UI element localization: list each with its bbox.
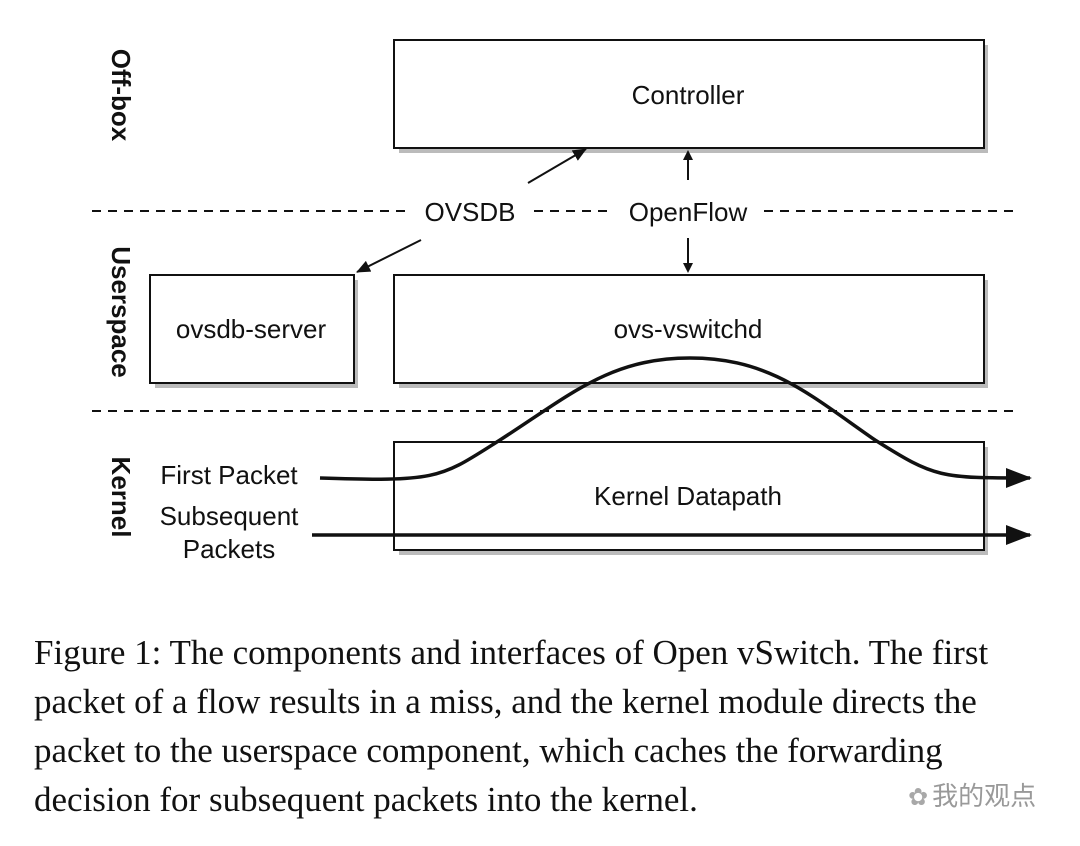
first-packet-label: First Packet — [160, 460, 298, 490]
watermark: ✿我的观点 — [908, 776, 1036, 813]
figure-caption: Figure 1: The components and interfaces … — [34, 633, 989, 819]
controller-box — [393, 39, 985, 149]
ovsdb-server-box — [149, 274, 355, 384]
ovsdb-arrow-to-ovsdb-server — [356, 239, 422, 273]
kernel-datapath-label: Kernel Datapath — [594, 481, 782, 511]
subsequent-packets-label-line2: Packets — [183, 534, 276, 564]
ovsdb-server-label: ovsdb-server — [176, 314, 327, 344]
ovsdb-interface-label: OVSDB — [424, 197, 515, 227]
ovs-vswitchd-label: ovs-vswitchd — [614, 314, 763, 344]
wechat-icon: ✿ — [908, 783, 929, 811]
first-packet-path — [319, 356, 1032, 488]
watermark-text: 我的观点 — [932, 782, 1037, 812]
layer-label-kernel: Kernel — [106, 457, 136, 538]
openflow-interface-label: OpenFlow — [629, 197, 748, 227]
layer-label-offbox: Off-box — [106, 49, 136, 142]
subsequent-packets-label-line1: Subsequent — [160, 501, 300, 531]
kernel-datapath-box — [393, 441, 985, 551]
layer-label-userspace: Userspace — [106, 246, 136, 378]
ovsdb-arrow-to-controller — [527, 148, 587, 184]
controller-label: Controller — [632, 80, 745, 110]
ovs-vswitchd-box — [393, 274, 985, 384]
